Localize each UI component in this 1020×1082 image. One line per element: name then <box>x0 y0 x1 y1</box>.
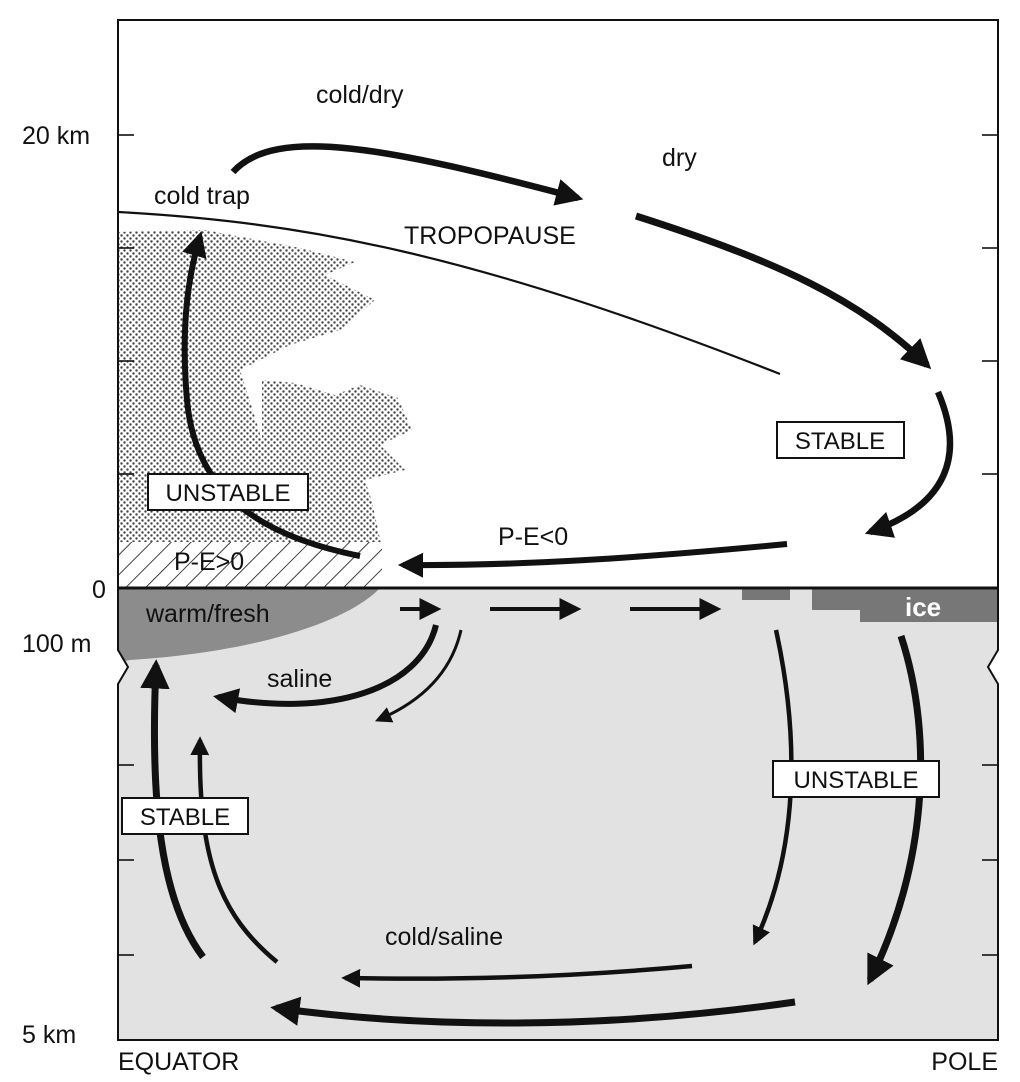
descending-arrow-pole <box>864 390 954 538</box>
stable-atmos-box <box>776 421 905 459</box>
p-e-negative-label: P-E<0 <box>498 523 568 551</box>
deep-return-arrow-lower <box>270 996 796 1027</box>
p-e-positive-label: P-E>0 <box>174 548 244 576</box>
upwelling-arrow-outer <box>140 659 206 960</box>
upwelling-arrow-inner <box>190 736 279 964</box>
ocean-arrows <box>140 598 925 1027</box>
sinking-arrow-pole <box>866 634 925 986</box>
y-label-20km: 20 km <box>22 122 90 150</box>
unstable-atmos-box <box>147 473 309 511</box>
tick-marks <box>118 134 998 956</box>
surface-return-arrow <box>397 541 788 578</box>
ice-sheet <box>812 588 998 622</box>
tropopause-label: TROPOPAUSE <box>404 222 576 250</box>
ice-label: ice <box>905 592 941 622</box>
unstable-atmos-label: UNSTABLE <box>166 480 291 507</box>
deep-return-arrow-upper <box>341 963 693 988</box>
stratosphere-arrow-right <box>634 212 932 370</box>
stable-ocean-box <box>121 797 249 835</box>
cold-saline-label: cold/saline <box>385 923 503 951</box>
x-label-pole: POLE <box>931 1048 998 1076</box>
cold-dry-label: cold/dry <box>316 81 404 109</box>
y-label-zero: 0 <box>92 576 106 604</box>
saline-label: saline <box>267 665 332 693</box>
warm-fresh-layer <box>118 588 380 662</box>
unstable-ocean-box <box>772 760 940 798</box>
dry-label: dry <box>662 144 697 172</box>
stratosphere-arrow-left <box>230 143 584 206</box>
rising-arrow-tropics <box>181 231 361 559</box>
y-label-100m: 100 m <box>22 630 91 658</box>
precip-hatch-region <box>118 542 382 588</box>
warm-fresh-label: warm/fresh <box>145 600 270 628</box>
y-label-5km: 5 km <box>22 1021 76 1049</box>
diagram-frame <box>117 19 999 1041</box>
saline-arrow-outer <box>213 624 439 714</box>
cold-trap-label: cold trap <box>154 182 250 210</box>
convection-cloud <box>118 230 412 548</box>
x-label-equator: EQUATOR <box>118 1048 239 1076</box>
ice-floe <box>742 588 790 600</box>
atmosphere-arrows <box>181 143 954 578</box>
stable-ocean-label: STABLE <box>140 804 230 831</box>
unstable-ocean-label: UNSTABLE <box>794 767 919 794</box>
saline-arrow-inner <box>374 629 463 723</box>
ocean-region <box>118 588 998 1040</box>
tropopause-line <box>117 210 781 376</box>
stable-atmos-label: STABLE <box>795 428 885 455</box>
